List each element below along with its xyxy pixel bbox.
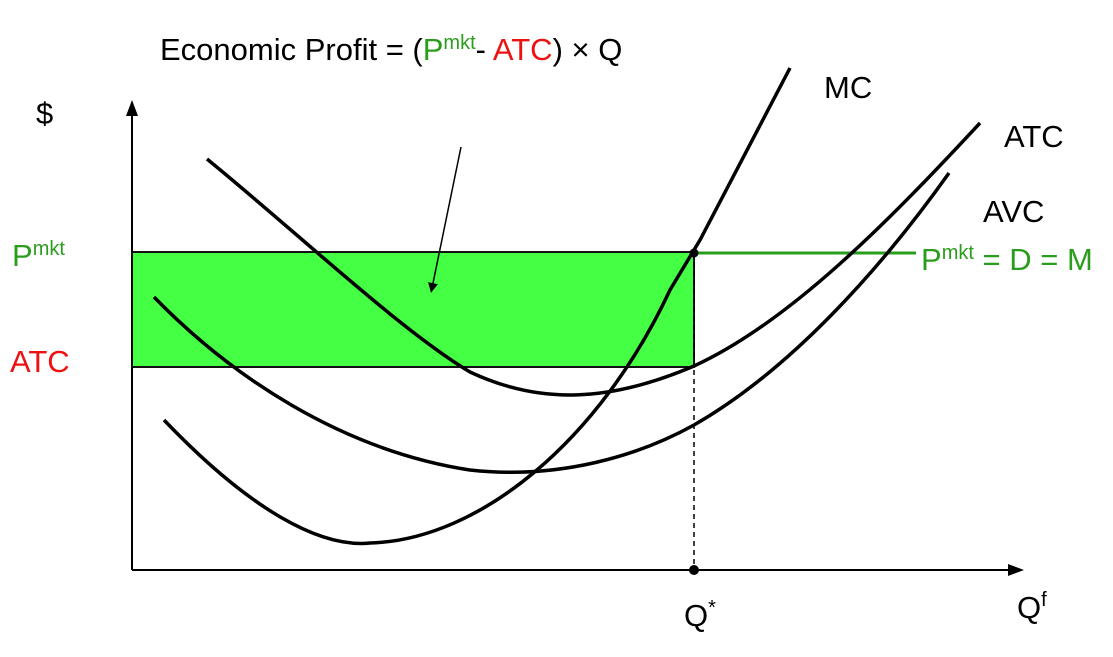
x-axis-label-q: Q: [1017, 590, 1041, 625]
y-axis-label: $: [36, 96, 53, 131]
demand-label: Pmkt = D = M: [921, 242, 1093, 277]
demand-label-p: P: [921, 242, 942, 277]
equilibrium-point: [689, 248, 699, 258]
avc-label: AVC: [983, 194, 1044, 229]
profit-area: [131, 251, 695, 368]
atc-curve: [205, 121, 982, 397]
demand-label-sup: mkt: [942, 242, 975, 264]
qstar-label-q: Q: [684, 598, 708, 633]
x-axis-label: Qf: [1017, 589, 1047, 625]
y-axis-arrowhead: [126, 100, 138, 116]
title-prefix: Economic Profit = (: [160, 32, 423, 67]
title-p-sup: mkt: [443, 32, 476, 54]
title-suffix: ) × Q: [553, 32, 623, 67]
x-axis-label-sup: f: [1041, 589, 1047, 611]
atc-axis-label: ATC: [10, 344, 70, 379]
title-p: P: [423, 32, 444, 67]
demand-label-rest: = D = M: [974, 242, 1093, 277]
avc-curve: [152, 171, 951, 474]
atc-label: ATC: [1004, 119, 1064, 154]
qstar-point: [689, 565, 699, 575]
axes: [126, 100, 1024, 576]
pmkt-axis-label-p: P: [12, 238, 33, 273]
qstar-label: Q*: [684, 597, 716, 633]
title-atc: ATC: [493, 32, 553, 67]
annotation-arrow: [428, 146, 462, 293]
title-dash: -: [476, 32, 493, 67]
title: Economic Profit = (Pmkt- ATC) × Q: [160, 32, 622, 67]
qstar-label-sup: *: [708, 597, 716, 619]
pmkt-axis-label-sup: mkt: [33, 238, 66, 260]
mc-curve: [162, 67, 792, 546]
pmkt-axis-label: Pmkt: [12, 238, 65, 273]
mc-label: MC: [824, 70, 872, 105]
x-axis-arrowhead: [1008, 564, 1024, 576]
